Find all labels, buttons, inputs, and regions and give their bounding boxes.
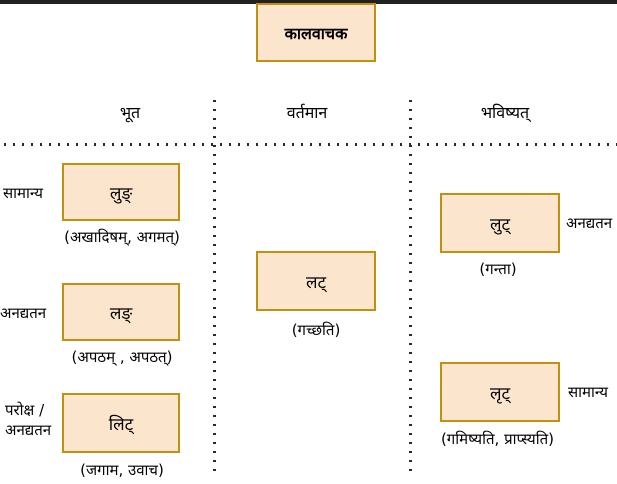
node-label-lit: लिट् [108, 414, 134, 435]
example-lang: (अपठम् , अपठत्) [71, 348, 173, 366]
top-border-bar [0, 0, 617, 4]
side-label-paroksha-line1: परोक्ष / [5, 401, 45, 419]
side-label-paroksha: परोक्ष / अनद्यतन [5, 400, 51, 440]
node-label-lrt: लृट् [489, 383, 511, 404]
node-box-lung: लुङ् [62, 163, 180, 221]
example-lat: (गच्छति) [291, 321, 341, 339]
node-box-lang: लङ् [62, 283, 180, 341]
horizontal-dotted-divider [0, 143, 617, 146]
node-label-lut: लुट् [489, 214, 511, 235]
title-box: कालवाचक [256, 3, 376, 62]
node-label-lang: लङ् [109, 303, 133, 324]
side-label-samanya-future: सामान्य [568, 383, 609, 401]
example-lut: (गन्ता) [479, 260, 517, 278]
page-title: कालवाचक [284, 23, 348, 43]
vertical-dotted-divider-left [213, 100, 216, 472]
example-lrt: (गमिष्यति, प्राप्स्यति) [440, 430, 555, 448]
side-label-anadyatana-past: अनद्यतन [0, 304, 47, 322]
node-label-lung: लुङ् [109, 183, 133, 204]
column-header-present: वर्तमान [286, 103, 328, 122]
column-header-past: भूत [119, 103, 141, 122]
node-label-lat: लट् [305, 272, 327, 293]
example-lung: (अखादिषम्, अगमत्) [64, 228, 180, 246]
node-box-lit: लिट् [62, 393, 180, 453]
vertical-dotted-divider-right [409, 100, 412, 472]
node-box-lut: लुट् [440, 193, 560, 253]
column-header-future: भविष्यत् [480, 103, 530, 122]
side-label-paroksha-line2: अनद्यतन [5, 421, 52, 439]
example-lit: (जगाम, उवाच) [80, 461, 164, 479]
node-box-lrt: लृट् [440, 362, 560, 422]
side-label-anadyatana-future: अनद्यतन [566, 214, 613, 232]
node-box-lat: लट् [256, 251, 376, 311]
side-label-samanya-past: सामान्य [3, 184, 44, 202]
